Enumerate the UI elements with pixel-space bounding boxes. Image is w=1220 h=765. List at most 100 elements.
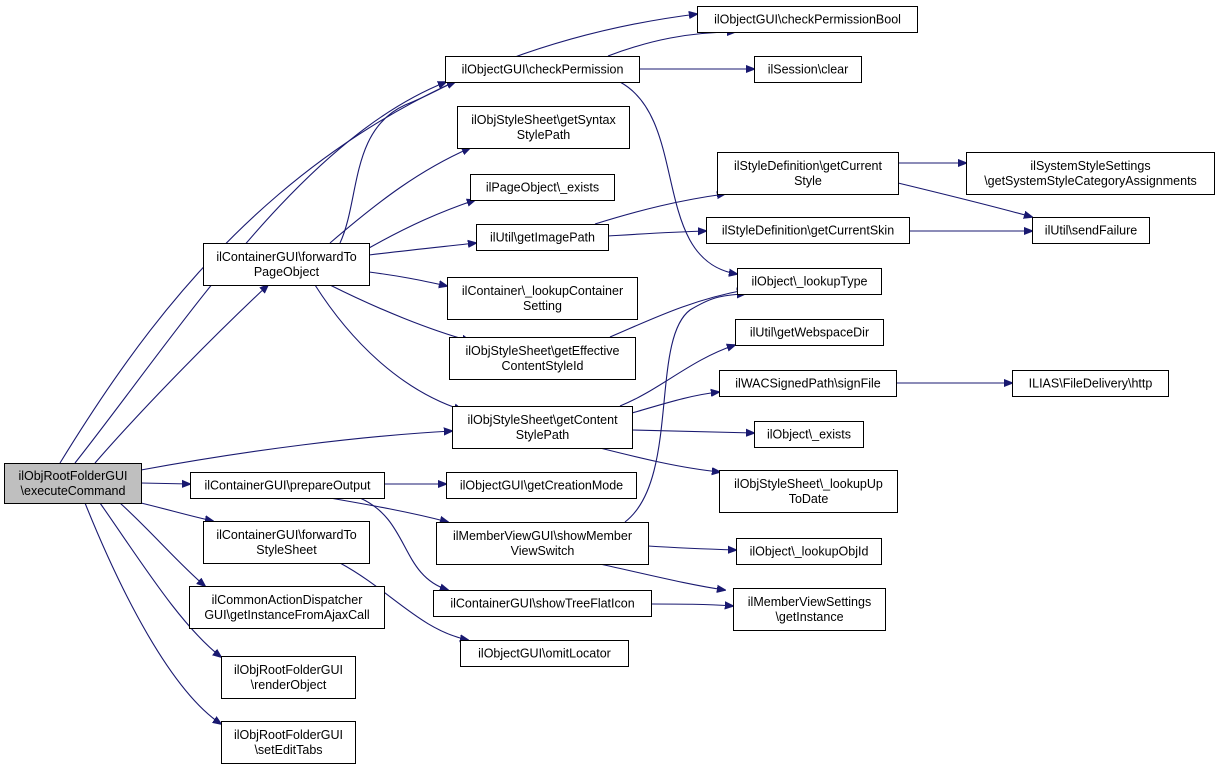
- node-box: [203, 243, 370, 286]
- node-box: [221, 721, 356, 764]
- node-box: [735, 319, 884, 346]
- node-box: [445, 56, 640, 83]
- node-system_style_settings[interactable]: ilSystemStyleSettings\getSystemStyleCate…: [966, 152, 1215, 195]
- node-label-line: ilContainerGUI\forwardTo: [216, 250, 356, 264]
- node-box: [706, 217, 910, 244]
- node-get_creation_mode[interactable]: ilObjectGUI\getCreationMode: [446, 472, 637, 499]
- edge-root-to-check_permission_bool: [59, 14, 697, 464]
- edge-root-to-prepare_output: [140, 483, 190, 484]
- node-label-line: \setEditTabs: [254, 743, 322, 757]
- node-label-line: ilObjRootFolderGUI: [234, 663, 343, 677]
- node-label-line: ilPageObject\_exists: [486, 181, 599, 195]
- node-label-line: ToDate: [789, 492, 829, 506]
- node-box: [697, 6, 918, 33]
- node-wac_signed_path_sign_file[interactable]: ilWACSignedPath\signFile: [719, 370, 897, 397]
- node-show_tree_flat_icon[interactable]: ilContainerGUI\showTreeFlatIcon: [433, 590, 652, 617]
- edge-get_content_style_path-to-wac_signed_path_sign_file: [631, 392, 719, 414]
- edge-show_member_view_switch-to-member_view_settings: [599, 563, 725, 590]
- node-box: [221, 656, 356, 699]
- node-box: [460, 640, 629, 667]
- node-util_get_image_path[interactable]: ilUtil\getImagePath: [476, 224, 609, 251]
- node-prepare_output[interactable]: ilContainerGUI\prepareOutput: [190, 472, 385, 499]
- node-page_object_exists[interactable]: ilPageObject\_exists: [470, 174, 615, 201]
- edge-show_member_view_switch-to-lookup_obj_id: [647, 545, 736, 550]
- node-label-line: ilContainerGUI\showTreeFlatIcon: [450, 597, 634, 611]
- node-root[interactable]: ilObjRootFolderGUI\executeCommand: [4, 463, 142, 504]
- node-box: [966, 152, 1215, 195]
- node-box: [717, 152, 899, 195]
- node-util_get_webspace_dir[interactable]: ilUtil\getWebspaceDir: [735, 319, 884, 346]
- node-omit_locator[interactable]: ilObjectGUI\omitLocator: [460, 640, 629, 667]
- node-label-line: ilSession\clear: [768, 63, 849, 77]
- edge-forward_to_page_object-to-get_content_style_path: [314, 284, 462, 410]
- node-label-line: ilUtil\sendFailure: [1045, 224, 1137, 238]
- node-label-line: ilWACSignedPath\signFile: [735, 377, 880, 391]
- node-check_permission[interactable]: ilObjectGUI\checkPermission: [445, 56, 640, 83]
- node-file_delivery_http[interactable]: ILIAS\FileDelivery\http: [1012, 370, 1169, 397]
- node-label-line: ViewSwitch: [511, 544, 575, 558]
- edge-forward_to_style_sheet-to-omit_locator: [339, 562, 468, 640]
- node-label-line: ilObjStyleSheet\getEffective: [465, 344, 619, 358]
- edge-prepare_output-to-show_member_view_switch: [329, 497, 448, 522]
- node-box: [436, 522, 649, 565]
- node-label-line: ilStyleDefinition\getCurrent: [734, 159, 883, 173]
- node-box: [754, 56, 862, 83]
- node-label-line: ilObjectGUI\getCreationMode: [460, 479, 623, 493]
- node-box: [4, 463, 142, 504]
- node-session_clear[interactable]: ilSession\clear: [754, 56, 862, 83]
- node-member_view_settings[interactable]: ilMemberViewSettings\getInstance: [733, 588, 886, 631]
- node-object_exists[interactable]: ilObject\_exists: [754, 421, 864, 448]
- node-object_lookup_type[interactable]: ilObject\_lookupType: [737, 268, 882, 295]
- nodes: ilObjRootFolderGUI\executeCommand ilObjec…: [4, 6, 1215, 764]
- node-box: [1032, 217, 1150, 244]
- edge-root-to-get_content_style_path: [140, 431, 452, 471]
- edge-show_member_view_switch-to-object_lookup_type: [624, 294, 745, 523]
- node-label-line: ilContainerGUI\forwardTo: [216, 528, 356, 542]
- node-box: [452, 406, 633, 449]
- edge-check_permission-to-check_permission_bool: [607, 32, 735, 57]
- node-label-line: ContentStyleId: [502, 359, 584, 373]
- node-box: [719, 470, 898, 513]
- node-label-line: ilObject\_lookupType: [751, 275, 867, 289]
- node-label-line: ilObjRootFolderGUI: [18, 469, 127, 483]
- node-box: [449, 337, 636, 380]
- node-label-line: ilObject\_lookupObjId: [750, 545, 869, 559]
- node-label-line: ilObjStyleSheet\getContent: [467, 413, 618, 427]
- node-label-line: GUI\getInstanceFromAjaxCall: [204, 608, 369, 622]
- node-label-line: PageObject: [254, 265, 320, 279]
- node-box: [470, 174, 615, 201]
- node-box: [1012, 370, 1169, 397]
- node-label-line: StylePath: [516, 428, 570, 442]
- node-label-line: ilObjectGUI\checkPermissionBool: [714, 13, 901, 27]
- edge-util_get_image_path-to-style_def_get_current_style: [594, 194, 725, 225]
- node-check_permission_bool[interactable]: ilObjectGUI\checkPermissionBool: [697, 6, 918, 33]
- edge-style_def_get_current_style-to-util_send_failure: [897, 182, 1032, 217]
- edge-get_content_style_path-to-object_exists: [631, 430, 754, 433]
- node-label-line: ilContainer\_lookupContainer: [462, 284, 623, 298]
- node-label-line: Setting: [523, 299, 562, 313]
- node-box: [446, 472, 637, 499]
- node-set_edit_tabs[interactable]: ilObjRootFolderGUI\setEditTabs: [221, 721, 356, 764]
- node-label-line: ilObjStyleSheet\_lookupUp: [734, 477, 883, 491]
- node-box: [203, 521, 370, 564]
- node-label-line: ilObject\_exists: [767, 428, 851, 442]
- node-lookup_obj_id[interactable]: ilObject\_lookupObjId: [736, 538, 882, 565]
- node-box: [733, 588, 886, 631]
- node-util_send_failure[interactable]: ilUtil\sendFailure: [1032, 217, 1150, 244]
- node-style_def_get_current_skin[interactable]: ilStyleDefinition\getCurrentSkin: [706, 217, 910, 244]
- edge-forward_to_page_object-to-get_syntax_style_path: [329, 148, 470, 244]
- node-common_action_dispatcher[interactable]: ilCommonActionDispatcherGUI\getInstanceF…: [189, 586, 385, 629]
- node-render_object[interactable]: ilObjRootFolderGUI\renderObject: [221, 656, 356, 699]
- node-box: [719, 370, 897, 397]
- edge-util_get_image_path-to-style_def_get_current_skin: [607, 231, 706, 237]
- node-get_effective_content_style_id[interactable]: ilObjStyleSheet\getEffectiveContentStyle…: [449, 337, 636, 380]
